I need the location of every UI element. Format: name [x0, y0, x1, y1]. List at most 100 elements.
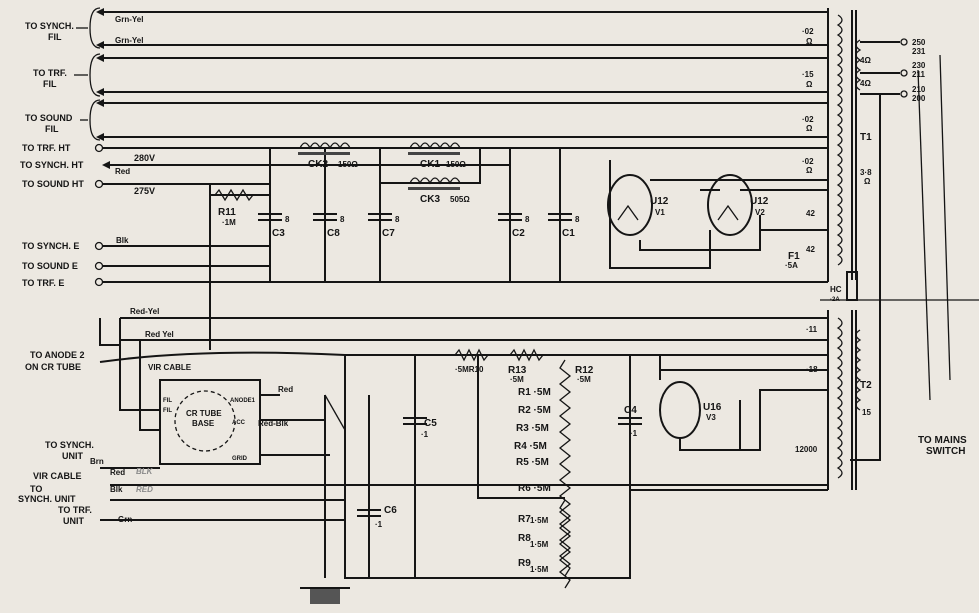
- supply-lines: [74, 7, 828, 287]
- t1-r02a: ·02: [802, 27, 814, 36]
- t1-tap4b: 4Ω: [860, 79, 871, 88]
- u12a-label: U12: [650, 196, 669, 207]
- transformer-t1: [827, 8, 951, 461]
- r2-label: R2 ·5M: [518, 405, 551, 416]
- mains-switch-2: SWITCH: [926, 446, 965, 457]
- wire-red-yel-2: Red Yel: [145, 330, 174, 339]
- t1-ohm-b: Ω: [806, 80, 813, 89]
- wire-red-1: Red: [115, 167, 130, 176]
- ck3-label: CK3: [420, 194, 440, 205]
- r9-label: R9: [518, 558, 531, 569]
- c5-value: ·1: [421, 430, 429, 439]
- t1-r02c: ·02: [802, 157, 814, 166]
- wire-brn: Brn: [90, 457, 104, 466]
- c7-value: 8: [395, 215, 400, 224]
- r8-value: 1·5M: [530, 540, 549, 549]
- mains-231: 231: [912, 47, 926, 56]
- t1-ohm-a: Ω: [806, 37, 813, 46]
- r13-value: ·5M: [510, 375, 524, 384]
- c4-label: C4: [624, 405, 637, 416]
- mains-230: 230: [912, 61, 926, 70]
- c8-label: C8: [327, 228, 340, 239]
- label-sound-fil-2: FIL: [45, 124, 59, 134]
- v1-label: V1: [655, 208, 665, 217]
- t2-r11: ·11: [806, 325, 818, 334]
- label-anode2-1: TO ANODE 2: [30, 350, 85, 360]
- wire-vir-cable: VIR CABLE: [148, 363, 192, 372]
- label-sound-e: TO SOUND E: [22, 261, 78, 271]
- label-trf-ht: TO TRF. HT: [22, 143, 71, 153]
- t1-r38: 3·8: [860, 168, 872, 177]
- u16-label: U16: [703, 402, 722, 413]
- label-trf-unit-1: TO TRF.: [58, 505, 92, 515]
- mains-200: 200: [912, 94, 926, 103]
- wire-280v: 280V: [134, 153, 155, 163]
- divider-network: [99, 348, 828, 589]
- transformer-t2: [99, 310, 862, 490]
- label-synch-e: TO SYNCH. E: [22, 241, 79, 251]
- label-trf-unit-2: UNIT: [63, 516, 84, 526]
- c6-value: ·1: [375, 520, 383, 529]
- t2-label: T2: [860, 380, 872, 391]
- c5-label: C5: [424, 418, 437, 429]
- mains-switch-1: TO MAINS: [918, 435, 967, 446]
- c4-value: ·1: [630, 429, 638, 438]
- r5-label: R5 ·5M: [516, 457, 549, 468]
- label-anode2-2: ON CR TUBE: [25, 362, 81, 372]
- t1-ohm-e: Ω: [864, 177, 871, 186]
- c8-value: 8: [340, 215, 345, 224]
- r12-label: R12: [575, 365, 594, 376]
- t2-r12000: 12000: [795, 445, 818, 454]
- t1-r15: ·15: [802, 70, 814, 79]
- r13-label: R13: [508, 365, 527, 376]
- label-sound-fil-1: TO SOUND: [25, 113, 73, 123]
- t1-tap4a: 4Ω: [860, 56, 871, 65]
- r9-value: 1·5M: [530, 565, 549, 574]
- r1-label: R1 ·5M: [518, 387, 551, 398]
- t1-ohm-d: Ω: [806, 166, 813, 175]
- mains-250: 250: [912, 38, 926, 47]
- label-synch-unit-2: UNIT: [62, 451, 83, 461]
- r4-label: R4 ·5M: [514, 441, 547, 452]
- c2-label: C2: [512, 228, 525, 239]
- ck1-value: 150Ω: [446, 160, 466, 169]
- c3-label: C3: [272, 228, 285, 239]
- label-trf-fil-2: FIL: [43, 79, 57, 89]
- label-synch-ht: TO SYNCH. HT: [20, 160, 84, 170]
- handwritten-red: RED: [136, 485, 153, 494]
- hc-fuse: [820, 271, 979, 301]
- ht-network: [209, 142, 828, 350]
- label-synch-fil-1: TO SYNCH.: [25, 21, 74, 31]
- u12b-label: U12: [750, 196, 769, 207]
- wire-labels: Grn-Yel Grn-Yel 280V Red 275V Blk Red-Ye…: [90, 15, 293, 524]
- t1-r42b: 42: [806, 245, 815, 254]
- crt-pin-acc: ACC: [232, 420, 246, 426]
- wire-red-3: Red: [110, 468, 125, 477]
- v3-label: V3: [706, 413, 716, 422]
- r7-label: R7: [518, 514, 531, 525]
- left-labels: TO SYNCH. FIL TO TRF. FIL TO SOUND FIL T…: [18, 21, 94, 526]
- r7-value: 1·5M: [530, 516, 549, 525]
- ck1-label: CK1: [420, 159, 440, 170]
- wire-blk-2: Blk: [110, 485, 123, 494]
- r8-label: R8: [518, 533, 531, 544]
- wire-grn-yel-1: Grn-Yel: [115, 15, 143, 24]
- r3-label: R3 ·5M: [516, 423, 549, 434]
- cr-tube-base: [100, 318, 828, 604]
- wire-red-2: Red: [278, 385, 293, 394]
- r12-value: ·5M: [577, 375, 591, 384]
- t2-r18: ·18: [806, 365, 818, 374]
- crt-pin-fil-b: FIL: [163, 408, 172, 414]
- label-to-synch-unit-1: TO: [30, 484, 42, 494]
- c1-value: 8: [575, 215, 580, 224]
- wire-red-blk: Red-Blk: [258, 419, 289, 428]
- label-to-synch-unit-2: SYNCH. UNIT: [18, 494, 76, 504]
- ck2-label: CK2: [308, 159, 328, 170]
- wire-red-yel-1: Red-Yel: [130, 307, 159, 316]
- c6-label: C6: [384, 505, 397, 516]
- label-vir-cable: VIR CABLE: [33, 471, 82, 481]
- crt-pin-anode1: ANODE1: [230, 398, 256, 404]
- ck3-value: 505Ω: [450, 195, 470, 204]
- wire-grn-yel-2: Grn-Yel: [115, 36, 143, 45]
